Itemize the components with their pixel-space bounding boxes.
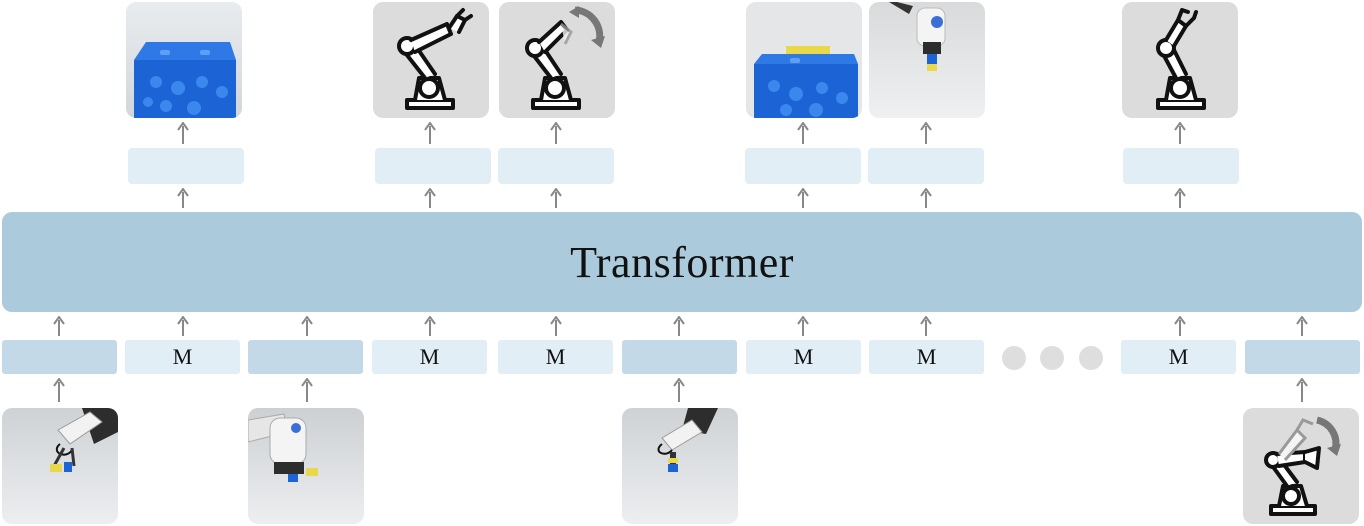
up-arrow [1296,378,1308,402]
input-action-robot-rotate-icon [1243,408,1359,524]
up-arrow [53,316,65,336]
mask-label: M [419,344,440,369]
input-image-robot-grasp [2,408,118,524]
up-arrow [797,122,809,144]
robot-arm-rotate-icon [499,2,615,118]
up-arrow [1296,316,1308,336]
input-image-robot-place [622,408,738,524]
up-arrow [1174,122,1186,144]
input-token-action [1245,340,1360,374]
transformer-label: Transformer [570,237,794,287]
mask-label: M [1168,344,1189,369]
up-arrow [1174,188,1186,208]
up-arrow [177,122,189,144]
ellipsis-dot [1002,346,1026,370]
ellipsis-dot [1079,346,1103,370]
up-arrow [424,316,436,336]
mask-label: M [172,344,193,369]
mask-label: M [916,344,937,369]
up-arrow [550,122,562,144]
masked-token: M [746,340,861,374]
input-token-observation [248,340,363,374]
up-arrow [673,316,685,336]
up-arrow [550,316,562,336]
up-arrow [301,378,313,402]
output-token-box [1123,148,1239,184]
up-arrow [1174,316,1186,336]
masked-token: M [372,340,487,374]
up-arrow [424,188,436,208]
up-arrow [177,188,189,208]
up-arrow [797,316,809,336]
output-token-box [375,148,491,184]
up-arrow [797,188,809,208]
output-token-box [868,148,984,184]
transformer-block: Transformer [2,212,1362,312]
up-arrow [53,378,65,402]
output-image-blue-block [126,2,242,118]
masked-token: M [498,340,613,374]
output-token-box [128,148,244,184]
up-arrow [301,316,313,336]
up-arrow [920,316,932,336]
ellipsis-dot [1040,346,1064,370]
input-image-robot-lift [248,408,364,524]
masked-token: M [125,340,240,374]
robot-arm-icon [373,2,489,118]
up-arrow [920,122,932,144]
mask-label: M [793,344,814,369]
masked-token: M [1121,340,1236,374]
up-arrow [177,316,189,336]
up-arrow [673,378,685,402]
output-image-block-yellow [746,2,862,118]
output-token-box [498,148,614,184]
up-arrow [424,122,436,144]
robot-arm-upright-icon [1122,2,1238,118]
output-token-box [745,148,861,184]
input-token-observation [2,340,117,374]
input-token-observation [622,340,737,374]
up-arrow [550,188,562,208]
mask-label: M [545,344,566,369]
masked-token: M [869,340,984,374]
output-image-robot-photo [869,2,985,118]
up-arrow [920,188,932,208]
